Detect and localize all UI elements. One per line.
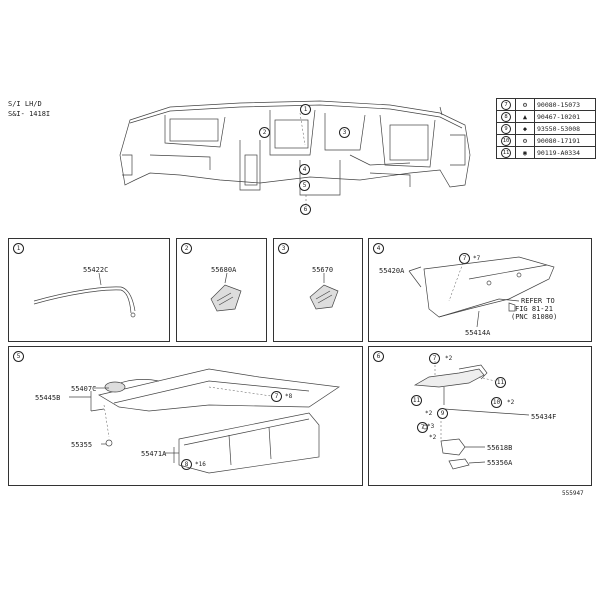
legend-key: 10 xyxy=(501,135,511,146)
overview-callout[interactable]: 6 xyxy=(300,204,311,215)
quantity-label: *2 xyxy=(507,399,515,406)
bracket-assembly-drawing xyxy=(408,256,555,328)
legend-row[interactable]: 11 ◉ 90119-A0334 xyxy=(496,146,596,159)
panel-number: 4 xyxy=(373,243,384,254)
header-line-1: S/I LH/D xyxy=(8,100,42,108)
lower-panel-assembly-drawing xyxy=(69,368,340,474)
quantity-label: *7 xyxy=(473,255,481,262)
panel-1[interactable]: 1 55422C xyxy=(8,238,170,342)
clip-icon: ▲ xyxy=(522,112,528,121)
panel-number: 5 xyxy=(13,351,24,362)
callout[interactable]: 7 xyxy=(459,253,470,264)
overview-callout[interactable]: 1 xyxy=(300,104,311,115)
quantity-label: *16 xyxy=(195,461,206,468)
callout[interactable]: 11 xyxy=(411,395,422,406)
legend-part-number: 90467-10201 xyxy=(534,110,596,123)
trim-strip-drawing xyxy=(33,272,136,318)
callout[interactable]: 7 xyxy=(429,353,440,364)
quantity-label: *8 xyxy=(285,393,293,400)
panel-4[interactable]: 4 55420A 55414A REFER TO FIG 81-21 (PNC … xyxy=(368,238,592,342)
legend-row[interactable]: 10 ⚙ 90080-17191 xyxy=(496,134,596,147)
legend-row[interactable]: 9 ◆ 93550-53008 xyxy=(496,122,596,135)
part-label: 55414A xyxy=(465,329,491,337)
screw-icon: ⚙ xyxy=(522,136,528,145)
legend-key: 7 xyxy=(501,99,511,110)
quantity-label: *2 xyxy=(429,434,437,441)
diagram-code: 555947 xyxy=(562,490,584,497)
panel-number: 1 xyxy=(13,243,24,254)
part-label: 55355 xyxy=(71,441,93,449)
bracket-assembly-drawing xyxy=(413,361,530,470)
clip-icon: ◆ xyxy=(522,124,528,133)
part-label: 55434F xyxy=(531,413,557,421)
callout[interactable]: 8 xyxy=(181,459,192,470)
legend-part-number: 90080-17191 xyxy=(534,134,596,147)
panel-number: 6 xyxy=(373,351,384,362)
part-label: 55407C xyxy=(71,385,97,393)
legend-key: 8 xyxy=(501,111,511,122)
overview-callout[interactable]: 5 xyxy=(299,180,310,191)
quantity-label: *2 xyxy=(445,355,453,362)
legend-part-number: 90119-A0334 xyxy=(534,146,596,159)
legend-part-number: 90080-15073 xyxy=(534,98,596,111)
header-line-2: S&I- 1418I xyxy=(8,110,51,118)
part-label: 55618B xyxy=(487,444,513,452)
overview-callout[interactable]: 3 xyxy=(339,127,350,138)
legend-part-number: 93550-53008 xyxy=(534,122,596,135)
dashboard-overview-drawing xyxy=(119,100,471,207)
panel-2[interactable]: 2 55680A xyxy=(176,238,267,342)
panel-6[interactable]: 6 55434F 55618B 55356A *2 *2 *2 *2 *3 7 … xyxy=(368,346,592,486)
legend-key: 11 xyxy=(501,147,511,158)
legend-row[interactable]: 7 ⚙ 90080-15073 xyxy=(496,98,596,111)
part-label: 55471A xyxy=(141,450,167,458)
part-label: 55420A xyxy=(379,267,405,275)
reference-text: REFER TO xyxy=(521,297,555,305)
overview-callout[interactable]: 2 xyxy=(259,127,270,138)
bolt-icon: ◉ xyxy=(522,148,528,157)
part-label: 55680A xyxy=(211,266,237,274)
reference-text: FIG 81-21 xyxy=(515,305,553,313)
legend-row[interactable]: 8 ▲ 90467-10201 xyxy=(496,110,596,123)
overview-callout[interactable]: 4 xyxy=(299,164,310,175)
part-label: 55356A xyxy=(487,459,513,467)
part-label: 55422C xyxy=(83,266,109,274)
part-label: 55670 xyxy=(312,266,334,274)
callout[interactable]: 9 xyxy=(437,408,448,419)
quantity-label: *2 xyxy=(425,410,433,417)
callout[interactable]: 10 xyxy=(491,397,502,408)
screw-icon: ⚙ xyxy=(522,100,528,109)
vent-part-drawing xyxy=(309,273,339,310)
panel-number: 3 xyxy=(278,243,289,254)
reference-text: (PNC 81080) xyxy=(511,313,558,321)
fastener-legend-table: 7 ⚙ 90080-15073 8 ▲ 90467-10201 9 ◆ 9355… xyxy=(496,98,596,159)
quantity-label: *3 xyxy=(427,423,435,430)
legend-key: 9 xyxy=(501,123,511,134)
panel-5[interactable]: 5 55407C 55445B 55355 55471A *8 *16 7 8 xyxy=(8,346,363,486)
callout[interactable]: 11 xyxy=(495,377,506,388)
callout[interactable]: 7 xyxy=(271,391,282,402)
panel-number: 2 xyxy=(181,243,192,254)
part-label: 55445B xyxy=(35,394,61,402)
panel-3[interactable]: 3 55670 xyxy=(273,238,363,342)
callout[interactable]: 7 xyxy=(417,422,428,433)
vent-part-drawing xyxy=(210,272,242,312)
